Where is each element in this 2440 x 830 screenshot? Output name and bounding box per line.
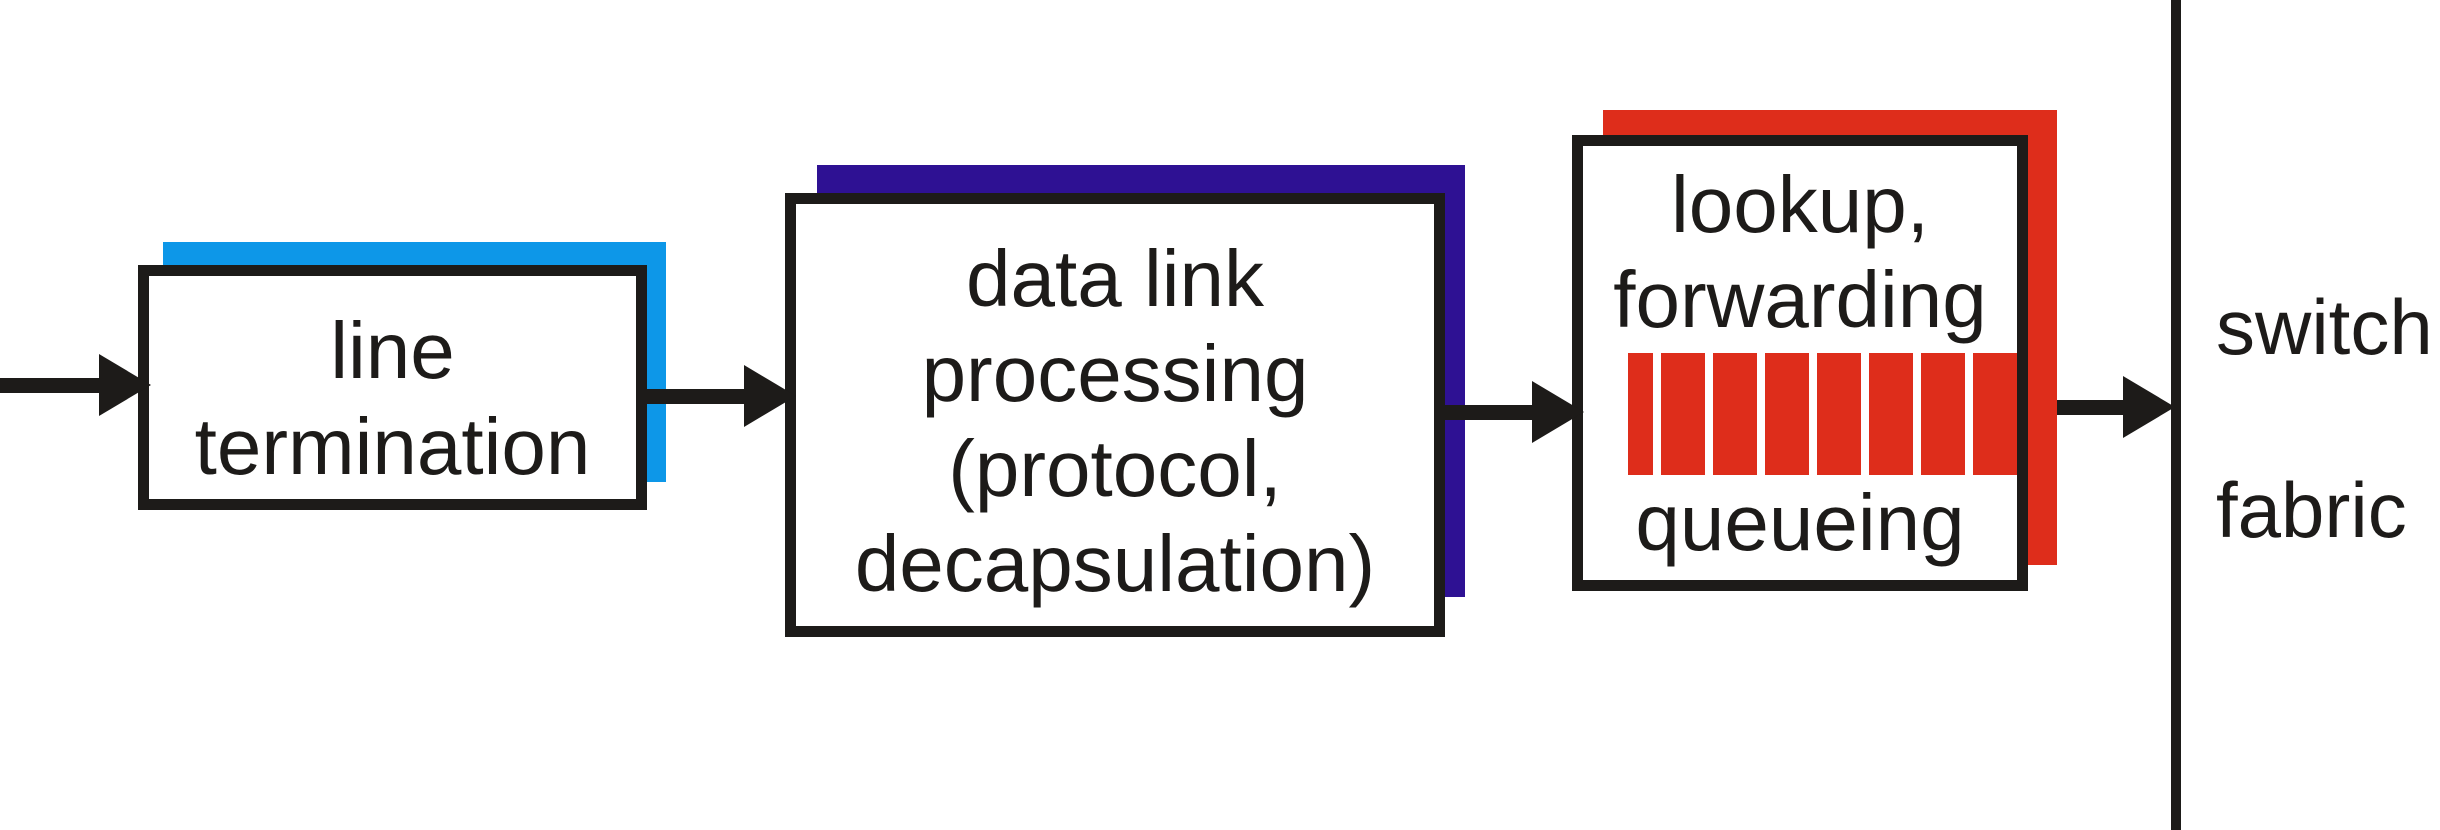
node-label-line: decapsulation) (854, 519, 1376, 608)
queue-bars-icon (1628, 352, 2017, 475)
arrow-right-icon (2123, 376, 2175, 438)
node-label-line: data link (966, 234, 1264, 323)
node-label-line: lookup, (1671, 159, 1929, 249)
arrow-shaft (1434, 405, 1536, 420)
queue-slot (1817, 352, 1861, 475)
queue-slot (1765, 352, 1809, 475)
arrow-right-icon (99, 354, 151, 416)
switch-fabric-boundary-line (2171, 0, 2181, 830)
arrow-right-icon (744, 365, 796, 427)
switch-fabric-label: switch (2216, 283, 2433, 371)
queue-slot (1661, 352, 1705, 475)
queue-slot (1921, 352, 1965, 475)
node-label-line: queueing (1635, 477, 1965, 567)
node-data-link-processing: data link processing (protocol, decapsul… (785, 193, 1445, 637)
node-label-line: processing (921, 329, 1309, 418)
queue-slot (1628, 352, 1653, 475)
node-label-line: forwarding (1613, 254, 1987, 344)
arrow-shaft (2057, 400, 2127, 415)
switch-fabric-label: fabric (2216, 466, 2407, 554)
node-line-termination: line termination (138, 265, 647, 510)
arrow-right-icon (1532, 381, 1584, 443)
arrow-shaft (636, 389, 748, 404)
node-lookup-forwarding-queueing: lookup, forwarding queueing (1572, 135, 2028, 591)
node-label-line: (protocol, (948, 424, 1282, 513)
node-label-line: termination (194, 401, 591, 491)
queue-slot (1973, 352, 2017, 475)
queue-slot (1869, 352, 1913, 475)
arrow-shaft (0, 378, 102, 393)
queue-slot (1713, 352, 1757, 475)
node-label-line: line (330, 305, 455, 395)
